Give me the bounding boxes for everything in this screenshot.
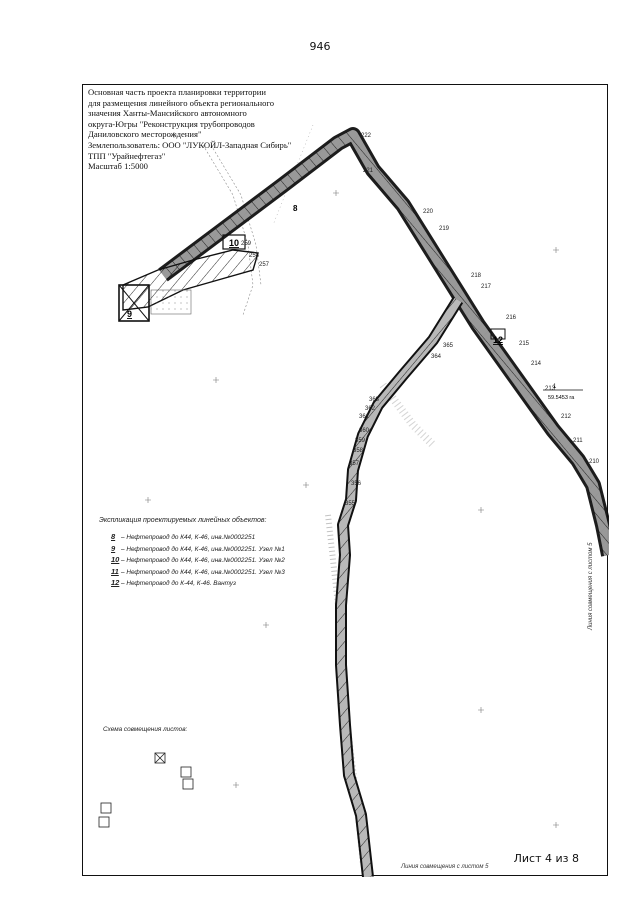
point-marker: 1	[553, 384, 557, 390]
svg-text:357: 357	[349, 461, 360, 467]
existing-corridor	[325, 514, 366, 866]
svg-text:217: 217	[481, 284, 492, 290]
title-line: округа-Югры "Реконструкция трубопроводов	[88, 118, 255, 129]
svg-text:362: 362	[365, 406, 376, 412]
title-line: Основная часть проекта планировки террит…	[88, 87, 266, 97]
legend-title: Экспликация проектируемых линейных объек…	[99, 517, 267, 524]
pickets-upper: 222 221 220 219 218 217 216 215 214 213 …	[361, 133, 600, 465]
pipeline-8-lower	[335, 296, 464, 877]
legend-item-number: 12	[111, 578, 120, 587]
title-line: для размещения линейного объекта региона…	[88, 97, 275, 108]
svg-text:361: 361	[359, 414, 370, 420]
legend-item-text: – Нефтепровод до К-44, К-46. Вантуз	[121, 580, 236, 587]
label-object-9: 9	[127, 309, 132, 319]
point-area-value: 59.5453 га	[548, 395, 575, 401]
scheme-title: Схема совмещения листов:	[103, 726, 188, 733]
svg-text:210: 210	[589, 459, 600, 465]
title-line: значения Ханты-Мансийского автономного	[88, 108, 247, 119]
existing-corridor	[379, 382, 436, 448]
match-line-bottom-label: Линия совмещения с листом 5	[401, 864, 489, 870]
svg-text:356: 356	[351, 481, 362, 487]
legend-item-number: 11	[111, 566, 119, 576]
svg-text:213: 213	[545, 386, 556, 392]
label-object-12: 12	[493, 335, 503, 345]
legend-item: 8 – Нефтепровод до К44, К-46, инв.№00022…	[99, 532, 359, 544]
svg-text:365: 365	[443, 343, 454, 349]
pickets-left: 259 258 257	[241, 241, 270, 268]
legend-item: 9 – Нефтепровод до К44, К-46, инв.№00022…	[99, 544, 359, 556]
svg-text:221: 221	[363, 168, 374, 174]
svg-text:364: 364	[431, 354, 442, 360]
title-line: Даниловского месторождения"	[88, 129, 202, 140]
svg-text:211: 211	[573, 438, 583, 444]
svg-text:218: 218	[471, 273, 482, 279]
legend-item-text: – Нефтепровод до К44, К-46, инв.№0002251	[121, 534, 256, 541]
legend-item-text: – Нефтепровод до К44, К-46, инв.№0002251…	[121, 557, 285, 564]
svg-text:258: 258	[249, 253, 260, 259]
vantuz-marker	[490, 328, 506, 340]
legend: Экспликация проектируемых линейных объек…	[99, 517, 359, 590]
svg-text:215: 215	[519, 341, 530, 347]
svg-text:214: 214	[531, 361, 542, 367]
match-line-right-label: Линия совмещения с листом 5	[588, 542, 594, 630]
legend-item: 11 – Нефтепровод до К44, К-46, инв.№0002…	[99, 567, 359, 579]
svg-text:360: 360	[359, 428, 370, 434]
legend-item: 12 – Нефтепровод до К-44, К-46. Вантуз	[99, 578, 359, 590]
legend-item-text: – Нефтепровод до К44, К-46, инв.№0002251…	[121, 568, 285, 576]
svg-text:222: 222	[361, 133, 372, 139]
sheet-layout-scheme	[98, 752, 194, 828]
legend-item-number: 8	[111, 532, 116, 541]
svg-text:359: 359	[355, 438, 366, 444]
svg-text:257: 257	[259, 262, 270, 268]
label-object-10: 10	[229, 238, 239, 248]
label-object-8: 8	[293, 204, 298, 213]
pipeline-8-upper	[158, 127, 609, 557]
map-sheet: 1 59.5453 га 10 9 8 12 222 221 220 219 2…	[82, 84, 609, 877]
svg-text:259: 259	[241, 241, 252, 247]
legend-item: 10 – Нефтепровод до К44, К-46, инв.№0002…	[99, 555, 359, 567]
existing-corridor	[202, 144, 254, 316]
legend-item-number: 10	[111, 555, 120, 564]
svg-text:363: 363	[369, 397, 380, 403]
legend-item-text: – Нефтепровод до К44, К-46, инв.№0002251…	[121, 545, 285, 553]
svg-text:220: 220	[423, 209, 434, 215]
page-number: 946	[309, 40, 331, 53]
grid-crosses	[145, 132, 559, 828]
svg-text:358: 358	[353, 448, 364, 454]
sheet-label: Лист 4 из 8	[513, 852, 579, 865]
legend-item-number: 9	[111, 543, 116, 553]
pipeline-route-drawing: 1 59.5453 га 10 9 8 12 222 221 220 219 2…	[98, 124, 609, 877]
title-line: Землепользователь: ООО "ЛУКОЙЛ-Западная …	[88, 139, 292, 150]
svg-text:216: 216	[506, 315, 517, 321]
title-line: Масштаб 1:5000	[88, 161, 148, 172]
svg-text:355: 355	[345, 501, 356, 507]
svg-text:219: 219	[439, 226, 450, 232]
svg-text:212: 212	[561, 414, 572, 420]
pipeline-nodes-area	[118, 234, 259, 322]
title-block: Основная часть проекта планировки террит…	[88, 87, 348, 172]
title-line: ТПП "Урайнефтегаз"	[88, 150, 166, 161]
pickets-lower: 365 364 363 362 361 360 359 358 357 356 …	[345, 343, 454, 507]
